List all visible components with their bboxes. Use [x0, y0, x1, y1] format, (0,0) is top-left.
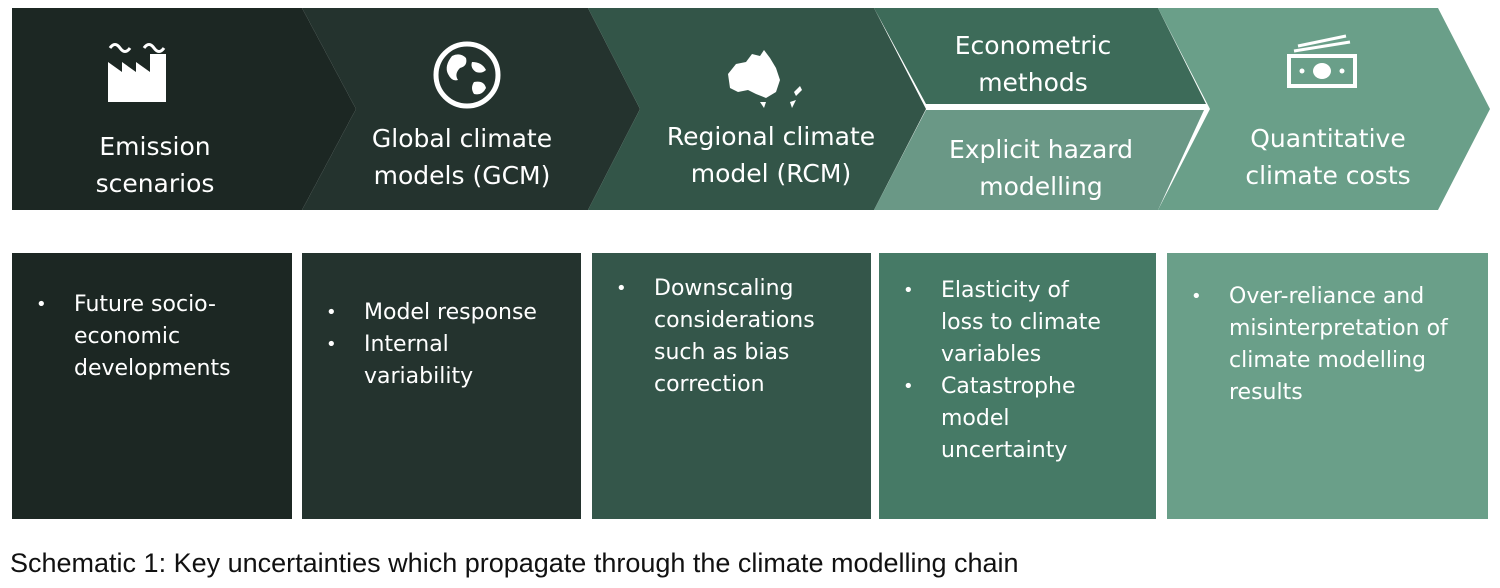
figure-caption: Schematic 1: Key uncertainties which pro…	[10, 548, 1019, 578]
chevron-global-climate-models	[302, 8, 640, 210]
chevron-regional-climate-model	[588, 8, 926, 210]
step-text: Econometric methods	[954, 31, 1112, 97]
australia-map-icon	[728, 50, 802, 108]
chevron-emission-scenarios	[12, 8, 356, 210]
step-label-emission-scenarios: Emission scenarios	[50, 128, 260, 202]
chevron-econometric-methods	[874, 8, 1206, 104]
uncertainty-item: Future socio- economic developments	[12, 289, 292, 385]
step-text: Global climate models (GCM)	[371, 124, 553, 190]
step-text: Emission scenarios	[95, 132, 215, 198]
uncertainty-list: Future socio- economic developments	[12, 289, 292, 385]
uncertainty-box-gcm: Model response Internal variability	[302, 253, 581, 519]
uncertainty-box-costs: Over-reliance and misinterpretation of c…	[1167, 253, 1488, 519]
step-text: Quantitative climate costs	[1245, 124, 1411, 190]
step-label-econometric-methods: Econometric methods	[910, 27, 1156, 101]
uncertainty-list: Elasticity of loss to climate variables …	[879, 275, 1156, 467]
step-label-global-climate-models: Global climate models (GCM)	[340, 120, 584, 194]
uncertainty-box-rcm: Downscaling considerations such as bias …	[592, 253, 871, 519]
banknote-icon	[1287, 34, 1357, 88]
step-text: Explicit hazard modelling	[948, 135, 1134, 201]
uncertainty-item: Downscaling considerations such as bias …	[592, 273, 871, 401]
step-label-quantitative-climate-costs: Quantitative climate costs	[1210, 120, 1446, 194]
uncertainty-list: Over-reliance and misinterpretation of c…	[1167, 281, 1488, 409]
step-label-regional-climate-model: Regional climate model (RCM)	[636, 118, 906, 192]
step-text: Regional climate model (RCM)	[666, 122, 876, 188]
step-label-explicit-hazard-modelling: Explicit hazard modelling	[918, 131, 1164, 205]
globe-icon	[433, 41, 501, 109]
uncertainty-box-hazard: Elasticity of loss to climate variables …	[879, 253, 1156, 519]
uncertainty-item: Catastrophe model uncertainty	[879, 371, 1156, 467]
chevron-explicit-hazard-modelling	[874, 110, 1204, 210]
uncertainty-list: Model response Internal variability	[302, 297, 581, 393]
process-chain	[12, 8, 1490, 210]
factory-icon	[108, 43, 166, 102]
uncertainty-box-emission-content: Future socio- economic developments	[12, 253, 292, 519]
uncertainty-item: Internal variability	[302, 329, 581, 393]
uncertainty-item: Model response	[302, 297, 581, 329]
chevron-quantitative-climate-costs	[1158, 8, 1490, 210]
uncertainty-item: Elasticity of loss to climate variables	[879, 275, 1156, 371]
uncertainty-list: Downscaling considerations such as bias …	[592, 273, 871, 401]
uncertainty-item: Over-reliance and misinterpretation of c…	[1167, 281, 1488, 409]
